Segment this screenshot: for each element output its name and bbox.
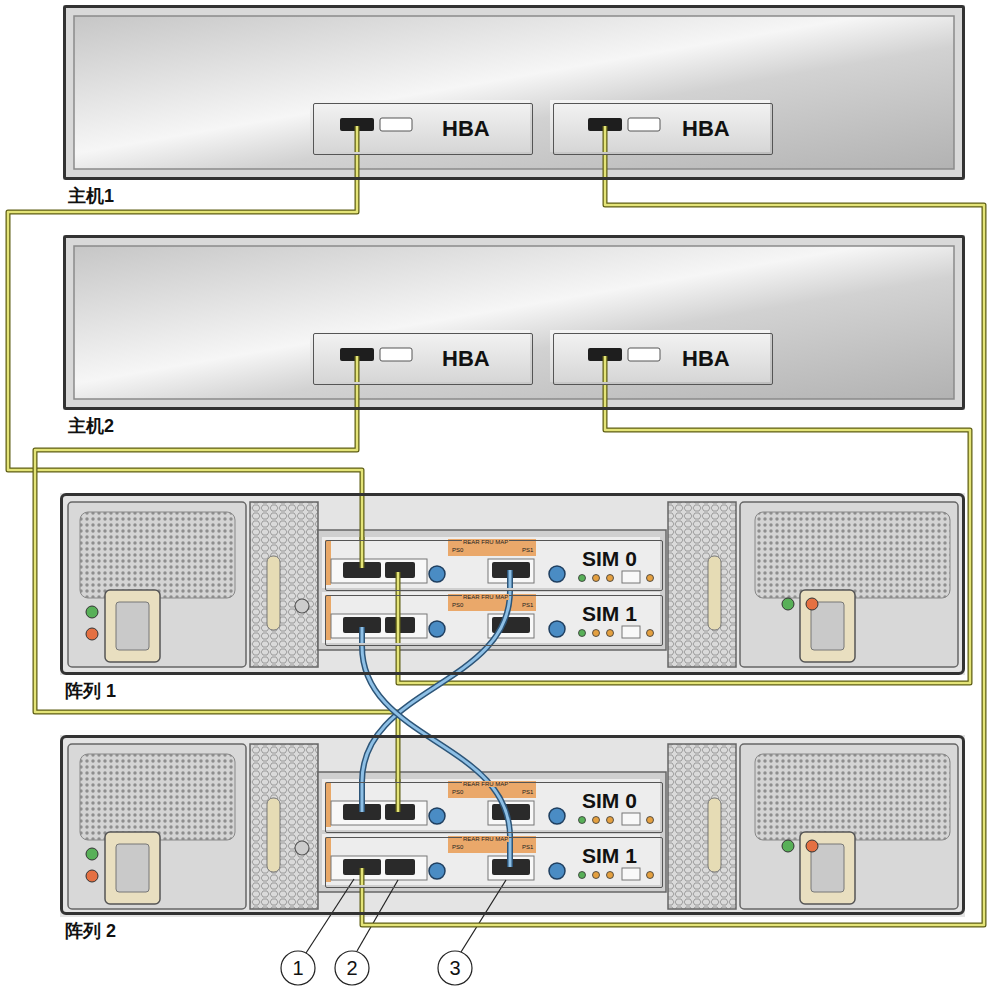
fru-map-label: PS1 xyxy=(521,789,534,795)
unit-name: HBA xyxy=(442,346,490,371)
hba-card: HBA xyxy=(313,333,533,385)
host-chassis: 主机2HBAHBA xyxy=(63,235,965,410)
sim-module: SIM 0 xyxy=(325,540,663,591)
sim-face xyxy=(322,834,660,885)
fru-map-label: PS1 xyxy=(521,844,534,850)
array-illustration xyxy=(60,735,965,917)
unit-label: 主机1 xyxy=(68,186,114,207)
unit-name: HBA xyxy=(682,346,730,371)
sim-face xyxy=(322,592,660,643)
fru-map-label: REAR FRU MAP xyxy=(462,781,509,787)
sim-face xyxy=(322,779,660,830)
fru-map-label: PS0 xyxy=(451,602,464,608)
unit-label: 阵列 1 xyxy=(65,681,116,702)
cable-stubs xyxy=(357,126,605,885)
unit-name: SIM 0 xyxy=(582,789,637,813)
unit-label: 阵列 2 xyxy=(65,921,116,942)
fru-map-label: REAR FRU MAP xyxy=(462,836,509,842)
callout-number: 2 xyxy=(335,956,369,980)
sas-cable xyxy=(362,591,510,782)
host-cable xyxy=(35,385,398,782)
sim-module: SIM 1 xyxy=(325,837,663,888)
sim-face xyxy=(322,537,660,588)
host-cable xyxy=(8,155,362,540)
callout-number: 1 xyxy=(281,956,315,980)
hba-card: HBA xyxy=(553,103,773,155)
unit-name: SIM 1 xyxy=(582,602,637,626)
unit-label: 主机2 xyxy=(68,416,114,437)
unit-name: SIM 0 xyxy=(582,547,637,571)
sim-module: SIM 1 xyxy=(325,595,663,646)
host-cable xyxy=(398,385,970,683)
host-chassis: 主机1HBAHBA xyxy=(63,5,965,180)
sim-module: SIM 0 xyxy=(325,782,663,833)
hba-card: HBA xyxy=(553,333,773,385)
hba-card: HBA xyxy=(313,103,533,155)
fru-map-label: REAR FRU MAP xyxy=(462,539,509,545)
fru-map-label: PS0 xyxy=(451,789,464,795)
storage-array: 阵列 1SIM 0SIM 1 xyxy=(60,493,965,675)
callout-leaders xyxy=(281,879,506,985)
fru-map-label: PS0 xyxy=(451,547,464,553)
unit-name: HBA xyxy=(442,116,490,141)
fru-map-label: PS1 xyxy=(521,547,534,553)
unit-name: HBA xyxy=(682,116,730,141)
fru-map-label: PS1 xyxy=(521,602,534,608)
callout-number: 3 xyxy=(438,956,472,980)
fru-map-label: REAR FRU MAP xyxy=(462,594,509,600)
host-illustration xyxy=(63,235,965,410)
host-illustration xyxy=(63,5,965,180)
unit-name: SIM 1 xyxy=(582,844,637,868)
storage-array: 阵列 2SIM 0SIM 1 xyxy=(60,735,965,915)
fru-map-label: PS0 xyxy=(451,844,464,850)
